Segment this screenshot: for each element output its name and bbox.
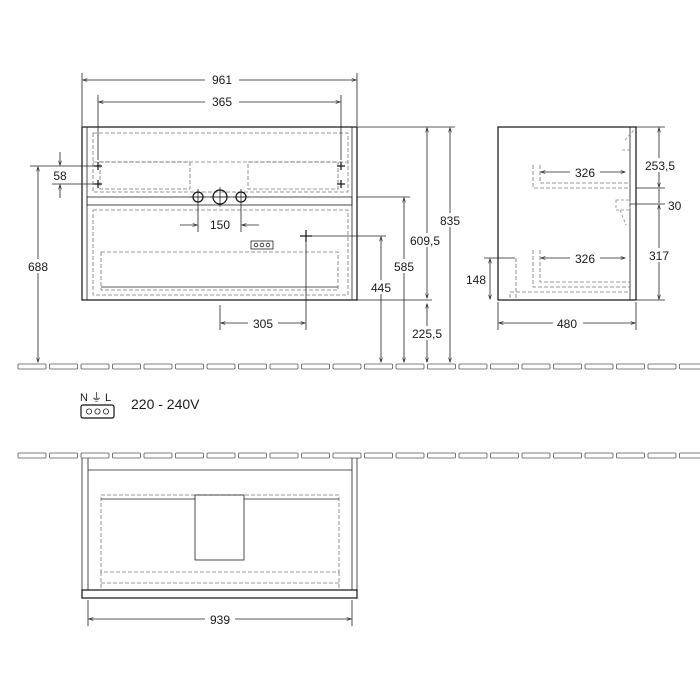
mount-point-marker bbox=[94, 162, 345, 188]
dim-label: 585 bbox=[394, 260, 414, 274]
dim-label: 305 bbox=[253, 317, 273, 331]
dim-label: 326 bbox=[575, 252, 595, 266]
floor-tiles-top bbox=[17, 363, 700, 370]
floor-tile bbox=[175, 363, 204, 370]
plan-view: 939 bbox=[81, 458, 358, 627]
floor-tile bbox=[553, 363, 582, 370]
floor-tile bbox=[80, 452, 110, 459]
floor-tile bbox=[395, 363, 425, 370]
floor-tile bbox=[427, 363, 456, 370]
floor-tile bbox=[301, 363, 330, 370]
floor-tile bbox=[206, 452, 236, 459]
floor-tile bbox=[364, 452, 393, 459]
voltage-label: 220 - 240V bbox=[131, 396, 200, 412]
dim-label: 58 bbox=[53, 169, 67, 183]
terminal-labels: N ⏚ L bbox=[80, 391, 111, 404]
floor-tile bbox=[143, 363, 173, 370]
floor-tile bbox=[238, 363, 267, 370]
floor-tile bbox=[80, 363, 110, 370]
floor-tile bbox=[458, 363, 488, 370]
floor-tile bbox=[49, 363, 78, 370]
floor-tile bbox=[395, 452, 425, 459]
dim-label: 317 bbox=[649, 249, 669, 263]
floor-tile bbox=[679, 452, 700, 459]
floor-tile bbox=[112, 363, 141, 370]
floor-tile bbox=[143, 452, 173, 459]
floor-tile bbox=[112, 452, 141, 459]
floor-tile bbox=[584, 363, 614, 370]
floor-tile bbox=[521, 363, 551, 370]
dim-label: 148 bbox=[466, 273, 486, 287]
dim-label: 253,5 bbox=[645, 159, 675, 173]
floor-tile bbox=[427, 452, 456, 459]
tap-connection-icon bbox=[190, 187, 249, 207]
floor-tile bbox=[584, 452, 614, 459]
floor-tile bbox=[490, 363, 519, 370]
dim-label: 445 bbox=[371, 281, 391, 295]
floor-tile bbox=[616, 363, 645, 370]
floor-tile bbox=[49, 452, 78, 459]
floor-tile bbox=[521, 452, 551, 459]
dim-label: 835 bbox=[440, 214, 460, 228]
floor-tile bbox=[332, 452, 362, 459]
floor-tile bbox=[490, 452, 519, 459]
floor-tile bbox=[301, 452, 330, 459]
front-elevation: 961 365 58 688 150 305 445 bbox=[24, 72, 463, 362]
dim-label: 688 bbox=[28, 260, 48, 274]
floor-tile bbox=[17, 452, 47, 459]
socket-icon bbox=[250, 240, 274, 250]
floor-tile bbox=[364, 363, 393, 370]
floor-tile bbox=[238, 452, 267, 459]
dim-label: 939 bbox=[210, 613, 230, 627]
floor-tiles-bottom bbox=[17, 452, 700, 459]
floor-tile bbox=[17, 363, 47, 370]
floor-tile bbox=[647, 452, 677, 459]
dim-label: 609,5 bbox=[410, 234, 440, 248]
dim-label: 326 bbox=[575, 166, 595, 180]
floor-tile bbox=[458, 452, 488, 459]
electrical-connection-symbol: N ⏚ L 220 - 240V bbox=[80, 391, 200, 419]
dim-label: 150 bbox=[210, 218, 230, 232]
side-elevation: 326 326 480 253,5 30 317 148 bbox=[463, 126, 682, 331]
dim-label: 30 bbox=[668, 199, 682, 213]
dim-label: 365 bbox=[212, 95, 232, 109]
floor-tile bbox=[206, 363, 236, 370]
floor-tile bbox=[679, 363, 700, 370]
floor-tile bbox=[332, 363, 362, 370]
dim-label: 480 bbox=[557, 317, 577, 331]
dim-label: 961 bbox=[212, 73, 232, 87]
floor-tile bbox=[269, 363, 299, 370]
floor-tile bbox=[553, 452, 582, 459]
floor-tile bbox=[647, 363, 677, 370]
floor-tile bbox=[175, 452, 204, 459]
floor-tile bbox=[269, 452, 299, 459]
floor-tile bbox=[616, 452, 645, 459]
dim-label: 225,5 bbox=[412, 327, 442, 341]
